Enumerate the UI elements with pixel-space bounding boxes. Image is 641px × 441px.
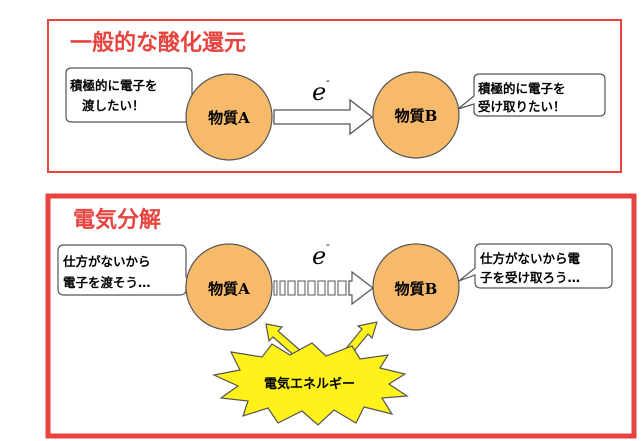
panel1-substance-b-circle: [372, 71, 460, 159]
panel2-substance-a: 物質A: [185, 243, 273, 331]
panel1-right-bubble-line2: 受け取りたい！: [478, 99, 566, 114]
panel2-substance-a-circle: [185, 243, 273, 331]
panel2-title: 電気分解: [73, 207, 161, 233]
panel1-substance-a: 物質A: [185, 73, 273, 161]
panel2-substance-b: 物質B: [372, 243, 460, 331]
panel1-substance-b-label: 物質B: [395, 107, 438, 125]
panel1-substance-a-label: 物質A: [208, 109, 250, 127]
panel1-left-bubble-line2: 渡したい！: [82, 98, 145, 113]
panel1-title: 一般的な酸化還元: [70, 30, 246, 56]
panel2-right-bubble-line2: 子を受け取ろう…: [480, 270, 580, 285]
panel1-substance-a-circle: [185, 73, 273, 161]
energy-label-background: [263, 373, 380, 391]
panel2-right-speech-bubble: 仕方がないから電 子を受け取ろう…: [458, 243, 613, 289]
electric-energy-burst: 電気エネルギー: [212, 342, 409, 426]
panel2-electron-charge: -: [326, 238, 330, 251]
panel2-substance-b-label: 物質B: [395, 280, 438, 298]
panel2-electron-label: e -: [312, 238, 330, 270]
panel2-left-bubble-line2: 電子を渡そう…: [63, 275, 151, 290]
panel2-left-bubble-line1: 仕方がないから: [62, 254, 151, 269]
panel1-left-bubble-line1: 積極的に電子を: [69, 78, 158, 93]
panel-electrolysis: 電気分解 仕方がないから 電子を渡そう… 物質A e -: [45, 193, 637, 439]
panel1-electron-arrow: [273, 98, 374, 136]
panel-general-redox: 一般的な酸化還元 積極的に電子を 渡したい！ 物質A e - 物質B 積極的に電…: [47, 19, 622, 173]
panel2-right-bubble-line1: 仕方がないから電: [479, 251, 581, 266]
panel2-substance-b-circle: [372, 243, 460, 331]
panel1-right-speech-bubble: 積極的に電子を 受け取りたい！: [457, 73, 606, 117]
panel1-electron-label: e -: [312, 74, 330, 106]
panel1-electron-charge: -: [326, 74, 330, 87]
panel2-left-speech-bubble: 仕方がないから 電子を渡そう…: [57, 244, 202, 296]
panel1-left-speech-bubble: 積極的に電子を 渡したい！: [65, 67, 207, 123]
energy-label: 電気エネルギー: [264, 376, 355, 392]
panel1-right-bubble-line1: 積極的に電子を: [477, 81, 566, 96]
panel1-substance-b: 物質B: [372, 71, 460, 159]
panel2-substance-a-label: 物質A: [208, 280, 250, 298]
panel1-electron-symbol: e: [312, 78, 326, 106]
panel2-electron-striped-arrow: [273, 270, 374, 306]
panel2-electron-symbol: e: [312, 242, 326, 270]
